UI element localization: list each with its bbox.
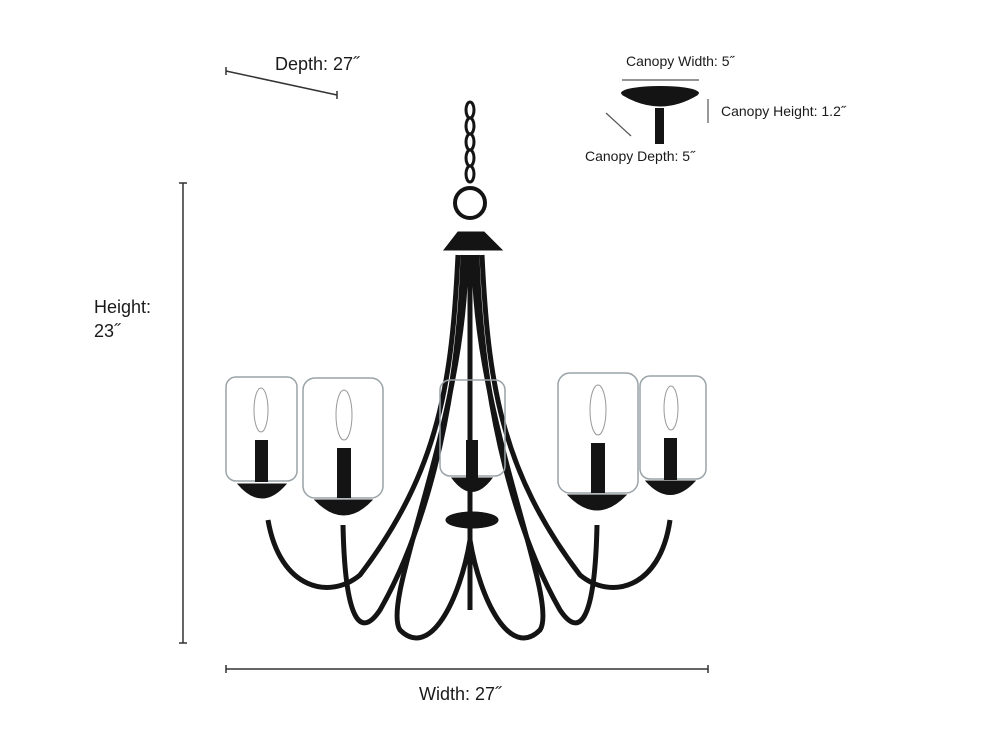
height-label: Height: <box>94 297 152 317</box>
height-value: 23˝ <box>94 321 121 341</box>
light-3 <box>439 379 506 492</box>
light-1 <box>225 376 298 499</box>
canopy-depth-label: Canopy Depth: 5˝ <box>585 148 695 164</box>
canopy-height-label: Canopy Height: 1.2˝ <box>721 103 846 119</box>
light-4 <box>557 372 639 511</box>
chain <box>464 100 476 184</box>
light-2 <box>302 377 384 516</box>
depth-label: Depth: 27˝ <box>275 54 360 74</box>
canopy-width-label: Canopy Width: 5˝ <box>626 53 735 69</box>
chandelier-illustration <box>225 100 707 641</box>
light-5 <box>639 375 707 495</box>
width-dimension-line <box>225 665 709 673</box>
depth-dimension-line <box>225 67 338 99</box>
canopy-illustration <box>605 79 709 144</box>
width-label: Width: 27˝ <box>419 684 502 704</box>
height-dimension-line <box>179 182 187 644</box>
